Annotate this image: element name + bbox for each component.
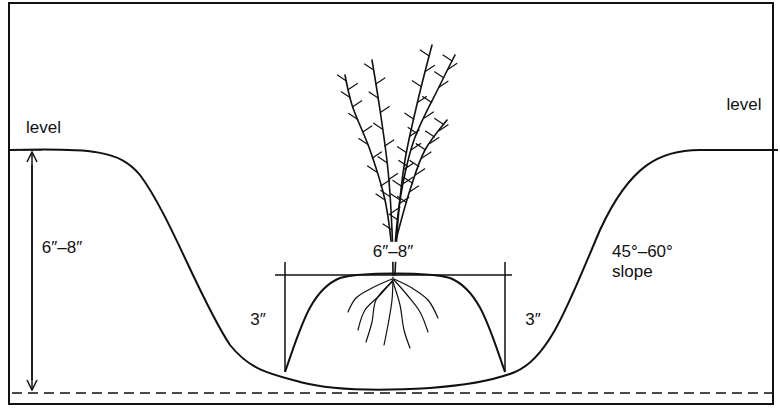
plant-twig: [398, 147, 407, 153]
plant-twig: [348, 83, 357, 89]
plant-twig: [405, 113, 414, 119]
plant-twig: [376, 78, 385, 84]
plant-twig: [404, 177, 413, 183]
plant-twig: [389, 214, 398, 220]
plant-stem: [395, 45, 432, 275]
plant-twig: [389, 174, 398, 180]
plant-twig: [341, 92, 350, 98]
plant-twig: [439, 81, 448, 87]
mound-height-line: [504, 262, 506, 372]
plant-twig: [380, 106, 389, 112]
plant: [337, 45, 456, 348]
plant-twig: [374, 123, 383, 129]
plant-twig: [410, 160, 419, 166]
plant-twig: [412, 81, 421, 87]
plant-twig: [404, 177, 413, 183]
plant-stem: [396, 120, 447, 240]
plant-twig: [408, 127, 417, 133]
plant-twig: [424, 112, 433, 118]
mound-height-line: [284, 262, 286, 372]
plant-twig: [349, 113, 358, 119]
plant-twig: [337, 75, 346, 81]
plant-twig: [417, 96, 426, 102]
plant-twig: [359, 139, 368, 145]
depth-tick: [22, 150, 42, 151]
plant-twig: [439, 125, 448, 131]
plant-stem: [394, 55, 455, 260]
plant-twig: [443, 55, 452, 61]
plant-twig: [365, 64, 374, 70]
plant-twig: [425, 65, 434, 71]
plant-root: [393, 282, 410, 348]
plant-root: [366, 282, 392, 342]
plant-twig: [416, 169, 425, 175]
plant-twig: [368, 166, 377, 172]
plant-twig: [416, 144, 425, 150]
plant-twig: [376, 194, 385, 200]
dimension-label: 3″: [523, 310, 542, 330]
plant-twig: [383, 224, 392, 230]
plant-twig: [393, 180, 402, 186]
plant-twig: [420, 50, 429, 56]
plant-twig: [409, 186, 418, 192]
plant-twig: [385, 140, 394, 146]
dimension-label: 6″–8″: [371, 242, 415, 262]
dimension-label: level: [725, 95, 764, 115]
plant-twig: [369, 92, 378, 98]
plant-twig: [412, 144, 421, 150]
plant-root: [384, 277, 393, 345]
plant-twig: [363, 126, 372, 132]
planting-mound: [285, 274, 505, 373]
slope-label: 45°–60° slope: [610, 242, 688, 283]
plant-twig: [353, 101, 362, 107]
plant-twig: [430, 137, 439, 143]
plant-twig: [422, 152, 431, 158]
plant-twig: [435, 119, 444, 125]
plant-root: [394, 279, 438, 318]
plant-root: [358, 280, 393, 330]
plant-twig: [435, 72, 444, 78]
dimension-label: 3″: [248, 310, 267, 330]
trench-profile: [10, 149, 778, 389]
depth-arrow: [31, 152, 33, 380]
plant-twig: [399, 160, 408, 166]
dimension-label: 6″–8″: [40, 238, 84, 258]
plant-twig: [372, 152, 381, 158]
plant-twig: [398, 197, 407, 203]
plant-twig: [448, 63, 457, 69]
plant-twig: [378, 157, 387, 163]
plant-twig: [425, 131, 434, 137]
base-line: [12, 392, 772, 394]
plant-stem: [345, 75, 392, 250]
plant-twig: [423, 97, 432, 103]
frame: [9, 3, 773, 404]
plant-twig: [381, 180, 390, 186]
dimension-label: level: [24, 118, 63, 138]
plant-root: [348, 279, 392, 312]
